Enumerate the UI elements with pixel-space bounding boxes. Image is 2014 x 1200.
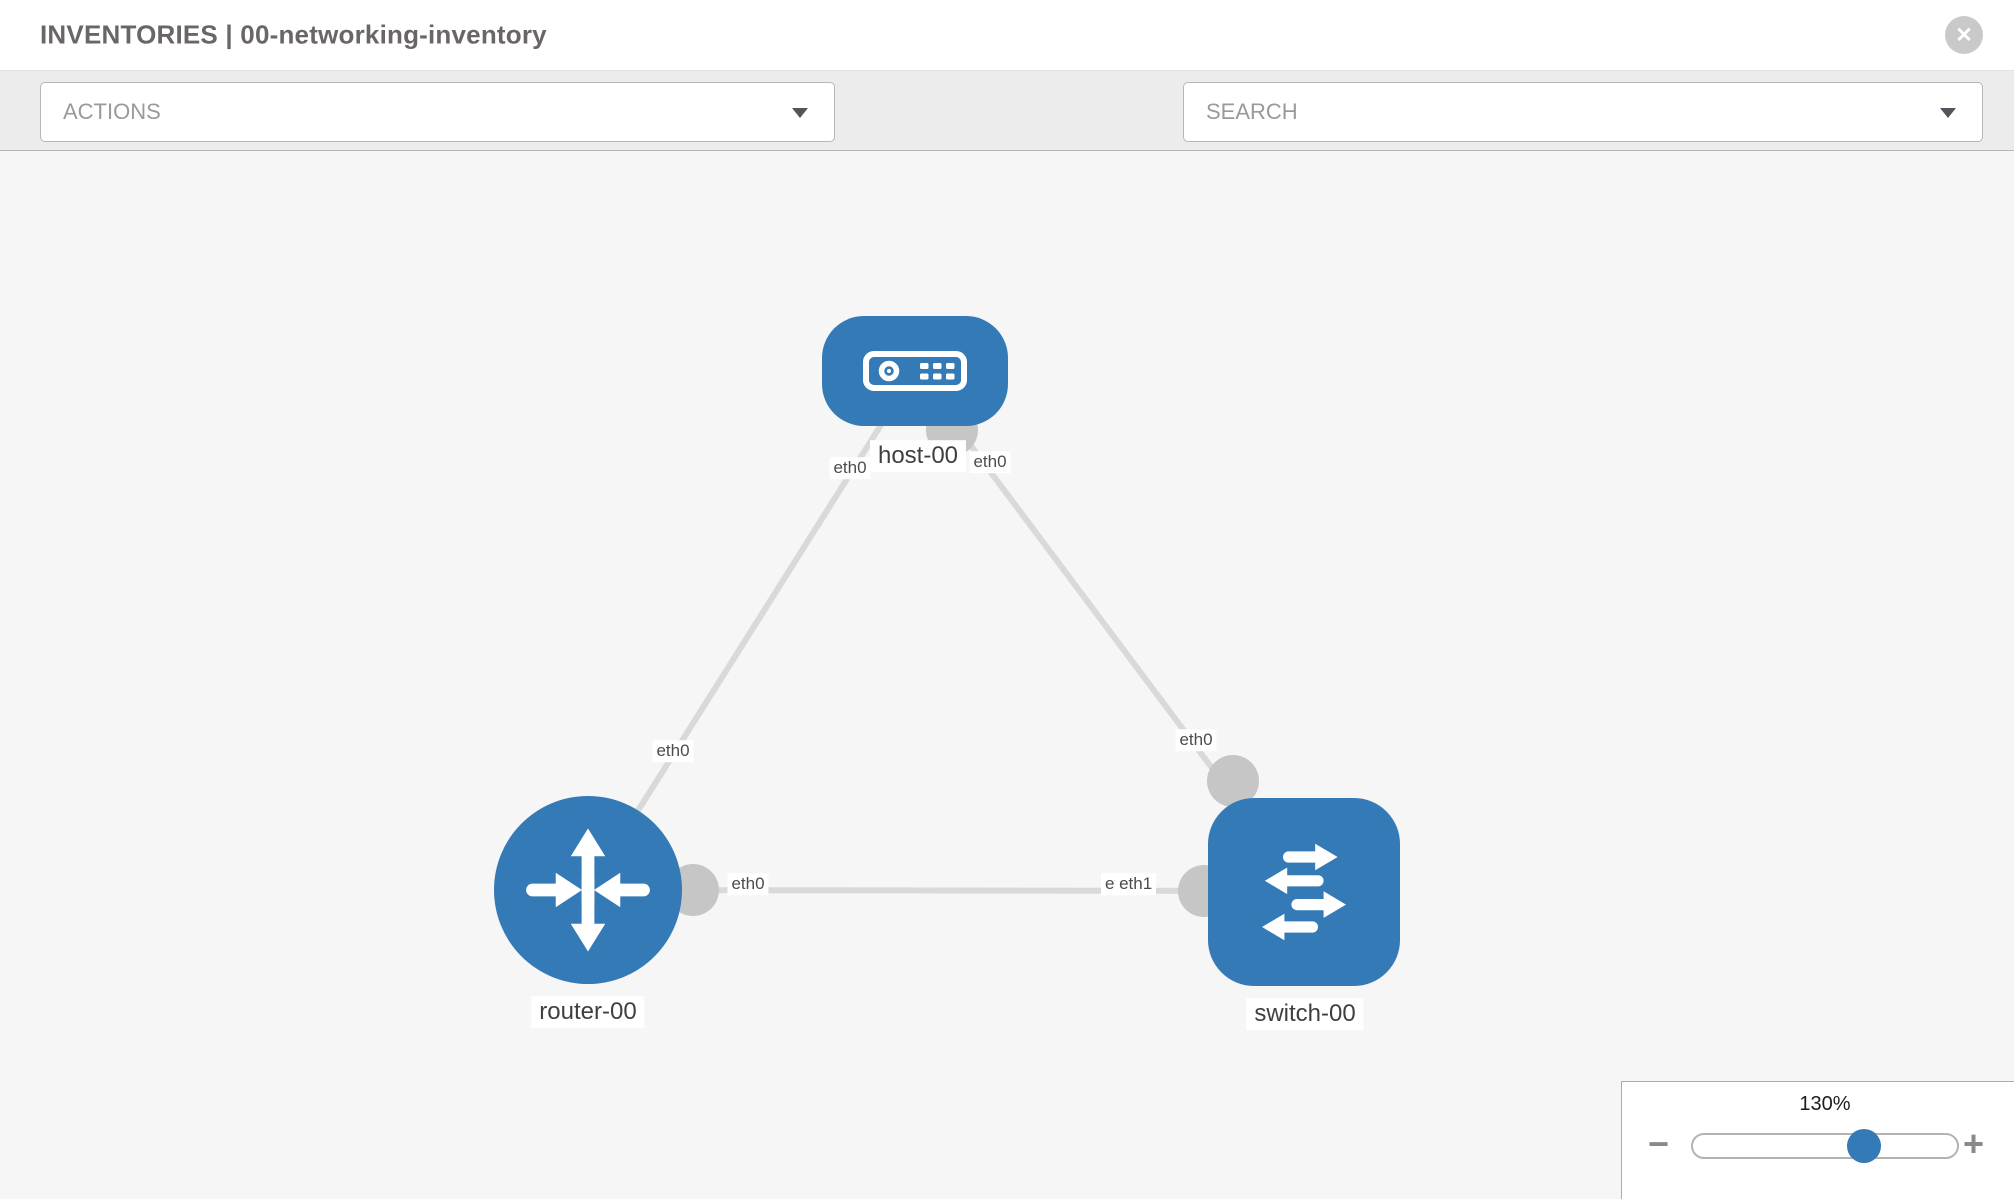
node-switch[interactable]: [1208, 798, 1400, 986]
node-router[interactable]: [494, 796, 682, 984]
iface-label-switch-eth1: eth1: [1115, 873, 1157, 895]
toolbar: ACTIONS SEARCH: [0, 71, 2014, 208]
port-circle-switch-top: [1207, 755, 1259, 807]
zoom-slider-track[interactable]: [1691, 1133, 1959, 1159]
host-server-icon: [863, 351, 967, 391]
topology-canvas[interactable]: host-00 router-00 switch-00 eth0 eth0 et…: [0, 151, 2014, 1199]
node-label-router: router-00: [531, 996, 645, 1028]
iface-label-switch-eth0-uplink: eth0: [1175, 729, 1217, 751]
iface-label-router-eth0-lan: eth0: [727, 873, 769, 895]
actions-dropdown-label: ACTIONS: [63, 99, 161, 124]
iface-label-host-eth0-right: eth0: [969, 451, 1011, 473]
router-icon: [526, 828, 650, 952]
iface-label-router-eth0-uplink: eth0: [652, 740, 694, 762]
iface-label-host-eth0-left: eth0: [829, 457, 871, 479]
node-label-switch: switch-00: [1246, 998, 1364, 1030]
zoom-level-value: 130%: [1799, 1093, 1851, 1115]
close-icon: ✕: [1955, 23, 1973, 47]
actions-dropdown[interactable]: ACTIONS: [40, 82, 835, 142]
node-host[interactable]: [822, 316, 1008, 426]
zoom-slider-thumb[interactable]: [1847, 1129, 1881, 1163]
node-label-host: host-00: [869, 440, 967, 472]
search-dropdown-label: SEARCH: [1206, 99, 1298, 124]
switch-icon: [1262, 843, 1346, 941]
chevron-down-icon: [1940, 108, 1956, 118]
page-title: INVENTORIES | 00-networking-inventory: [40, 19, 547, 50]
iface-label-switch-overlap-group: eth0 eth1: [1101, 873, 1157, 895]
close-button[interactable]: ✕: [1945, 16, 1983, 54]
app-header: INVENTORIES | 00-networking-inventory ✕: [0, 0, 2014, 71]
chevron-down-icon: [792, 108, 808, 118]
links-layer: [585, 369, 1307, 917]
zoom-in-button[interactable]: +: [1963, 1123, 1985, 1164]
search-dropdown[interactable]: SEARCH: [1183, 82, 1983, 142]
zoom-panel: 130% − +: [1621, 1081, 2014, 1199]
zoom-out-button[interactable]: −: [1648, 1123, 1670, 1164]
